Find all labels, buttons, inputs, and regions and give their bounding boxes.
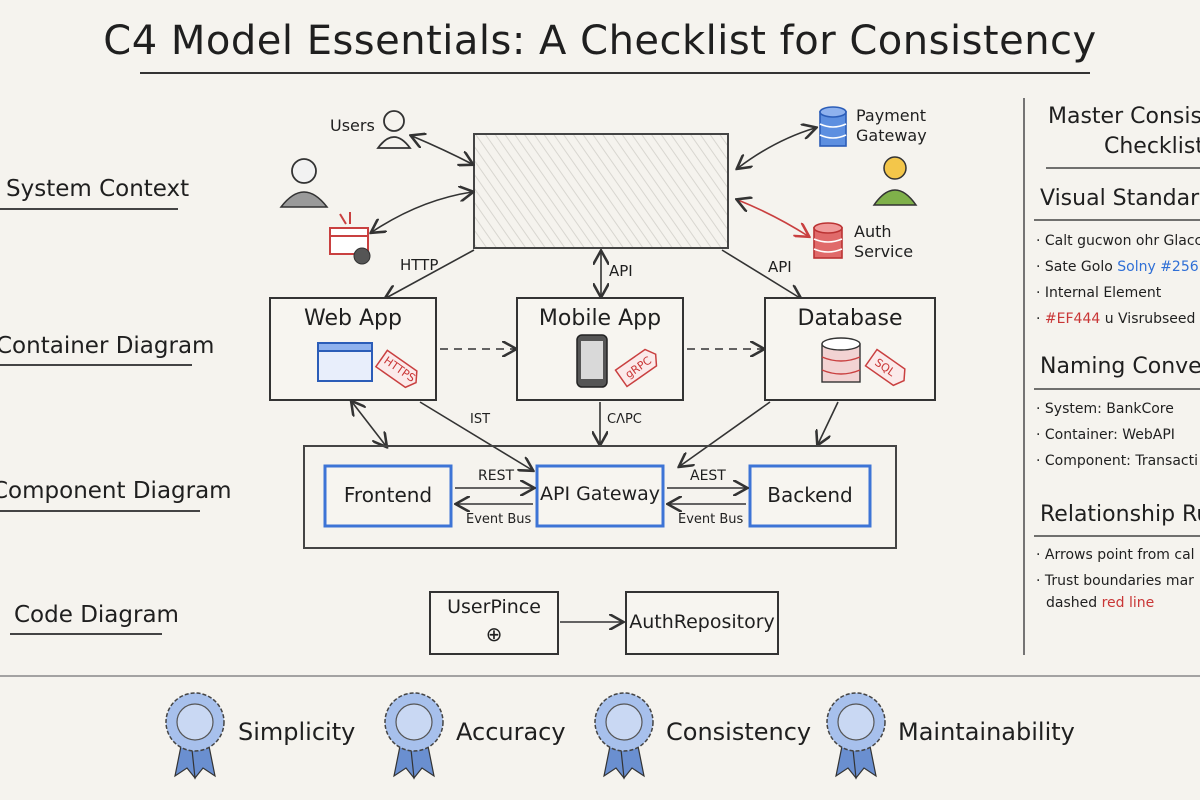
auth-service-label-line2: Service xyxy=(854,242,914,261)
checklist-item: · Internal Element xyxy=(1036,285,1162,301)
level-label-code: Code Diagram xyxy=(14,602,179,628)
rosette-badge-icon xyxy=(165,692,225,780)
payment-gateway-database-icon xyxy=(819,106,847,147)
user-pince-label: UserPince xyxy=(447,596,541,618)
edge-label-cnpc: CΛPC xyxy=(607,412,642,427)
api-gateway-box xyxy=(535,464,665,528)
checklist-item-continuation: dashed red line xyxy=(1046,595,1155,611)
sql-tag xyxy=(864,348,906,387)
auth-repository-label: AuthRepository xyxy=(629,611,775,633)
relationship-rules-heading: Relationship Rul xyxy=(1040,502,1200,527)
auth-repository-box xyxy=(625,591,779,655)
plus-circle-icon: ⊕ xyxy=(485,622,503,646)
level-underline xyxy=(10,633,162,635)
frontend-label: Frontend xyxy=(343,483,433,507)
level-underline xyxy=(0,208,178,210)
title-underline xyxy=(140,72,1090,74)
component-boundary xyxy=(303,445,897,549)
checklist-item: · Arrows point from cal xyxy=(1036,547,1195,563)
principle-simplicity: Simplicity xyxy=(238,718,356,746)
checklist-item: · Sate Golo Solny #256 xyxy=(1036,259,1199,275)
auth-service-label-line1: Auth xyxy=(854,222,892,241)
level-label-component: Component Diagram xyxy=(0,478,232,504)
edge-label-ist: IST xyxy=(470,412,491,427)
https-tag xyxy=(374,349,418,389)
mobile-app-label: Mobile App xyxy=(538,306,662,331)
web-app-label: Web App xyxy=(304,306,402,331)
level-label-system-context: System Context xyxy=(6,176,190,202)
principle-maintainability: Maintainability xyxy=(898,718,1075,746)
page-title: C4 Model Essentials: A Checklist for Con… xyxy=(103,18,1097,64)
users-person-icon xyxy=(376,110,412,149)
edge-label-http: HTTP xyxy=(400,256,439,274)
rosette-badge-icon xyxy=(826,692,886,780)
frontend-box xyxy=(323,464,453,528)
checklist-item: · #EF444 u Visrubseed xyxy=(1036,311,1196,327)
rosette-badge-icon xyxy=(384,692,444,780)
level-label-container: Container Diagram xyxy=(0,333,215,359)
payment-gateway-label-line1: Payment xyxy=(856,106,927,125)
auth-service-database-icon xyxy=(813,222,843,259)
checklist-item: · Calt gucwon ohr Glacc xyxy=(1036,233,1200,249)
principle-consistency: Consistency xyxy=(666,718,812,746)
backend-label: Backend xyxy=(767,483,853,507)
edge-label-api: API xyxy=(768,258,792,276)
naming-conventions-heading: Naming Convent xyxy=(1040,354,1200,379)
rosette-badge-icon xyxy=(594,692,654,780)
user-pince-box xyxy=(429,591,559,655)
edge-label-api: API xyxy=(609,262,633,280)
edge-label-event-bus: Event Bus xyxy=(678,512,744,527)
checklist-item: · Trust boundaries mar xyxy=(1036,573,1194,589)
edge-label-event-bus: Event Bus xyxy=(466,512,532,527)
person-icon xyxy=(279,158,329,208)
calendar-bug-icon xyxy=(329,212,371,265)
checklist-item: · Component: Transacti xyxy=(1036,453,1199,469)
payment-gateway-label-line2: Gateway xyxy=(856,126,927,145)
visual-standards-heading: Visual Standard xyxy=(1040,186,1200,211)
edge-label-rest: REST xyxy=(478,468,515,484)
level-underline xyxy=(0,364,192,366)
backend-box xyxy=(748,464,872,528)
smartphone-icon xyxy=(576,334,608,388)
browser-window-icon xyxy=(317,342,373,382)
central-system-box xyxy=(473,133,729,249)
checklist-title-line2: Checklist xyxy=(1104,134,1200,159)
checklist-item: · Container: WebAPI xyxy=(1036,427,1175,443)
users-label: Users xyxy=(330,116,375,135)
grpc-tag xyxy=(614,348,658,388)
edge-label-aest: AEST xyxy=(690,468,726,484)
checklist-item: · System: BankCore xyxy=(1036,401,1174,417)
database-icon xyxy=(821,337,861,383)
database-label: Database xyxy=(797,306,903,331)
api-gateway-label: API Gateway xyxy=(539,483,661,505)
level-underline xyxy=(0,510,200,512)
principle-accuracy: Accuracy xyxy=(456,718,566,746)
checklist-title-line1: Master Consis xyxy=(1048,104,1200,129)
person-icon xyxy=(872,156,918,206)
